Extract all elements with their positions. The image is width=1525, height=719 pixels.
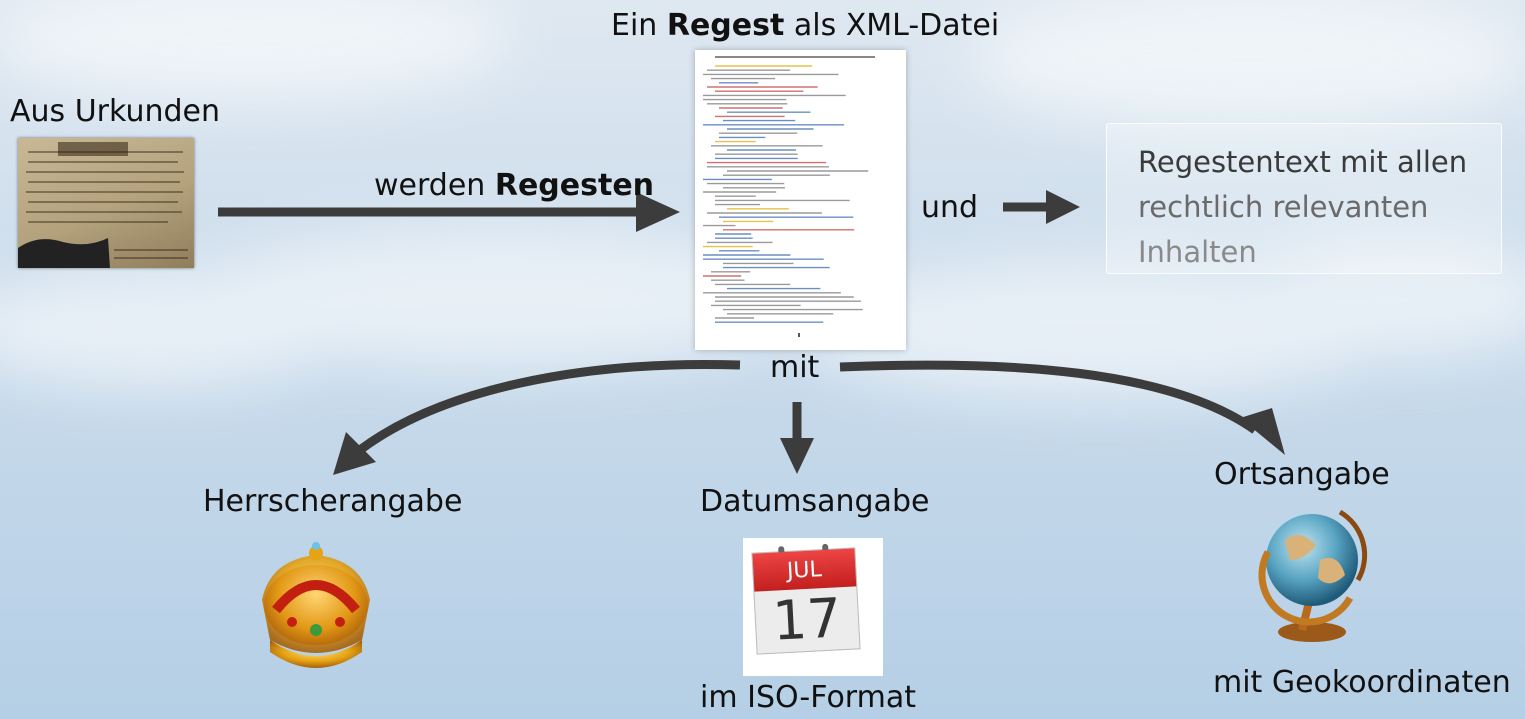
doc-header-line: [715, 56, 875, 58]
arrow-label: werden Regesten: [374, 168, 655, 203]
date-format-label: im ISO-Format: [700, 680, 916, 715]
regest-line: Inhalten: [1138, 235, 1257, 269]
ruler-label: Herrscherangabe: [203, 484, 463, 519]
mit-label: mit: [770, 350, 820, 385]
regest-text-box: Regestentext mit allen rechtlich relevan…: [1106, 123, 1502, 274]
calendar-icon: JUL 17: [743, 538, 883, 676]
place-coords-label: mit Geokoordinaten: [1213, 665, 1511, 700]
xml-code-lines: [703, 65, 869, 323]
calendar-day: 17: [771, 586, 843, 653]
charter-script: [18, 142, 188, 268]
regest-line: rechtlich relevanten: [1138, 190, 1429, 224]
regest-line: Regestentext mit allen: [1138, 145, 1468, 179]
calendar-page: JUL 17: [751, 543, 861, 655]
doc-page-number: [798, 333, 800, 337]
xml-document-thumbnail: [695, 50, 906, 350]
arrow-to-place: [839, 360, 1285, 455]
place-label: Ortsangabe: [1214, 457, 1390, 492]
arrow-to-document: [218, 192, 680, 232]
arrow-to-regest-box: [1003, 190, 1080, 224]
calendar-month: JUL: [752, 548, 857, 592]
und-label: und: [921, 190, 979, 225]
arrow-to-ruler: [333, 360, 741, 475]
source-label: Aus Urkunden: [10, 94, 220, 129]
arrow-to-date: [780, 402, 814, 474]
charter-image: [18, 138, 194, 268]
slide-title: Ein Regest als XML-Datei: [611, 8, 1000, 43]
date-label: Datumsangabe: [700, 484, 930, 519]
